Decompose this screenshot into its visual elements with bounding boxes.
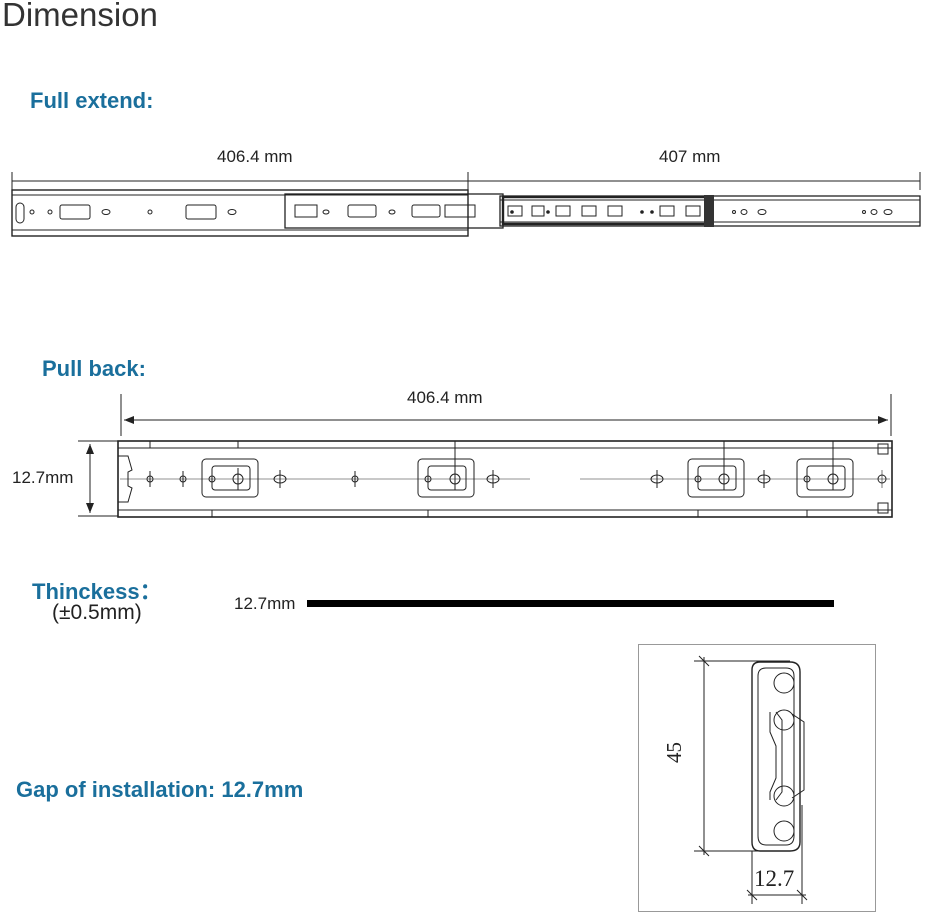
thickness-tolerance: (±0.5mm) [52,601,142,624]
thickness-value: 12.7mm [234,594,296,613]
full-extend-dim-left: 406.4 mm [217,147,293,166]
pull-back-heading: Pull back: [42,356,146,381]
full-extend-heading: Full extend: [30,88,154,113]
gap-label: Gap of installation: 12.7mm [16,777,304,802]
pull-back-drawing [78,394,893,518]
thickness-heading: Thinckess： [32,579,162,604]
full-extend-drawing [11,172,921,237]
page-title: Dimension [2,0,158,33]
full-extend-dim-right: 407 mm [659,147,721,166]
cross-section-box [638,644,876,912]
pull-back-height: 12.7mm [12,468,74,487]
cross-section-width: 12.7 [754,866,795,891]
pull-back-length: 406.4 mm [407,388,483,407]
thickness-bar [307,600,834,607]
